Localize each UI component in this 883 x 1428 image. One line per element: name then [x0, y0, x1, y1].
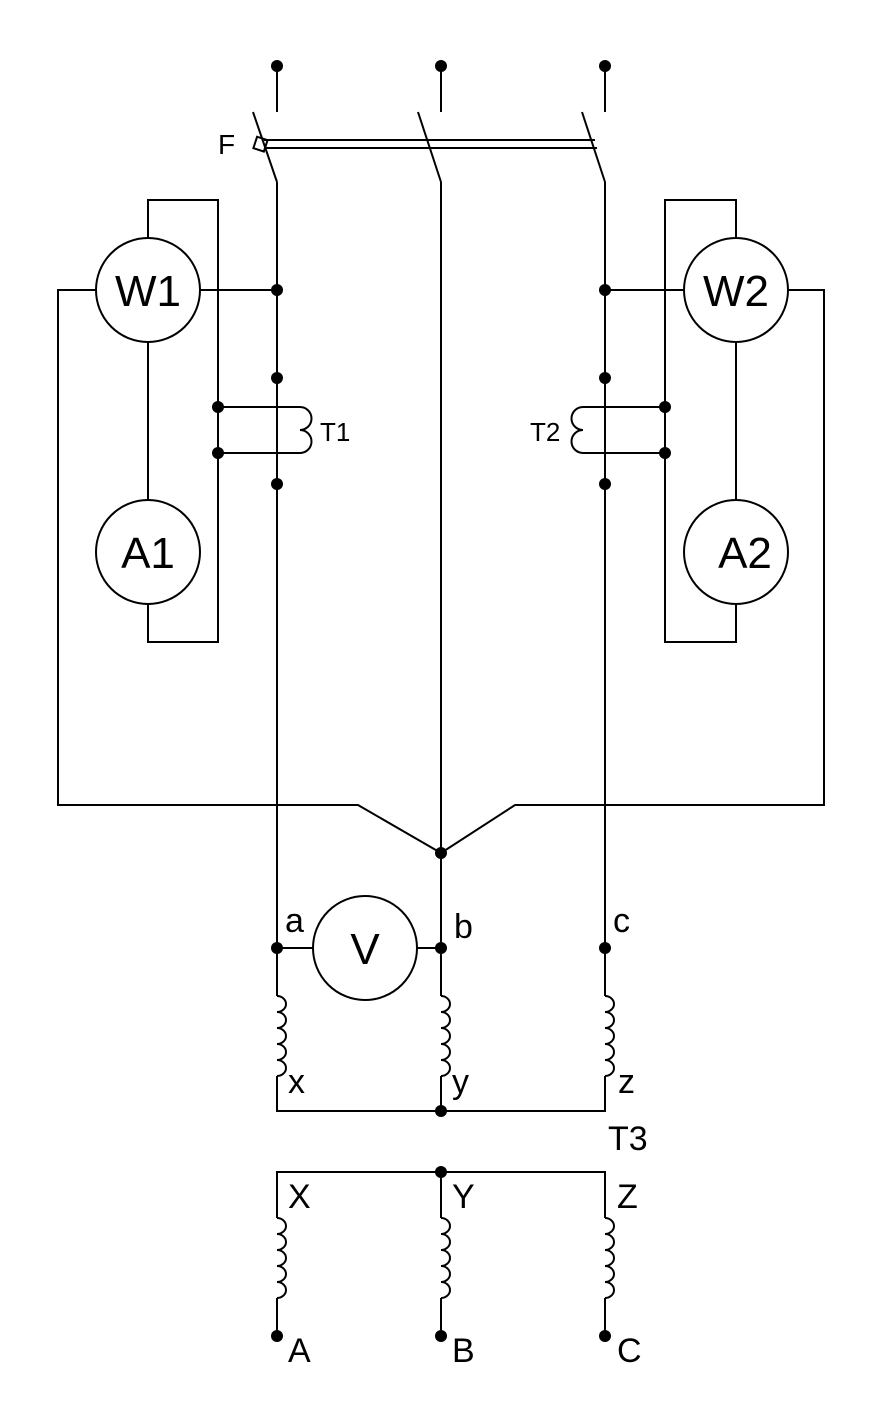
wattmeter-w1 [95, 237, 201, 343]
right-meter-circuit: T2 W2 A2 [440, 199, 825, 854]
wattmeter-w1-label: W1 [115, 267, 181, 316]
transformer-primary: X Y Z A B C [271, 1166, 642, 1370]
terminal-x: x [288, 1063, 305, 1101]
left-meter-circuit: T1 W1 A1 [57, 199, 442, 854]
phase-lines [276, 182, 606, 948]
voltmeter-v [312, 895, 418, 1001]
wattmeter-w2 [683, 237, 789, 343]
terminal-X: X [288, 1178, 311, 1216]
ammeter-a1 [95, 499, 201, 605]
voltmeter-v-label: V [350, 925, 380, 974]
fuse-label: F [218, 129, 235, 160]
terminal-c: c [613, 902, 630, 940]
voltmeter-circuit: V [277, 895, 441, 1001]
terminal-B: B [452, 1332, 475, 1370]
switch-f: F [218, 111, 606, 183]
ct1-label: T1 [320, 417, 350, 447]
ammeter-a1-label: A1 [121, 529, 175, 578]
ammeter-a2-label: A2 [718, 529, 772, 578]
terminal-C: C [617, 1332, 642, 1370]
terminal-y: y [452, 1063, 469, 1101]
ammeter-a2 [683, 499, 789, 605]
terminal-A: A [288, 1332, 311, 1370]
wattmeter-w2-label: W2 [703, 267, 769, 316]
terminal-Y: Y [452, 1178, 475, 1216]
terminal-a: a [285, 902, 304, 940]
terminal-z: z [618, 1063, 635, 1101]
junction-b [435, 847, 447, 859]
terminal-b: b [454, 908, 473, 946]
ct2-label: T2 [530, 417, 560, 447]
terminal-Z: Z [617, 1178, 638, 1216]
transformer-secondary: a b c x y z T3 [271, 902, 648, 1158]
transformer-label: T3 [608, 1120, 648, 1158]
supply-terminals [271, 60, 611, 112]
